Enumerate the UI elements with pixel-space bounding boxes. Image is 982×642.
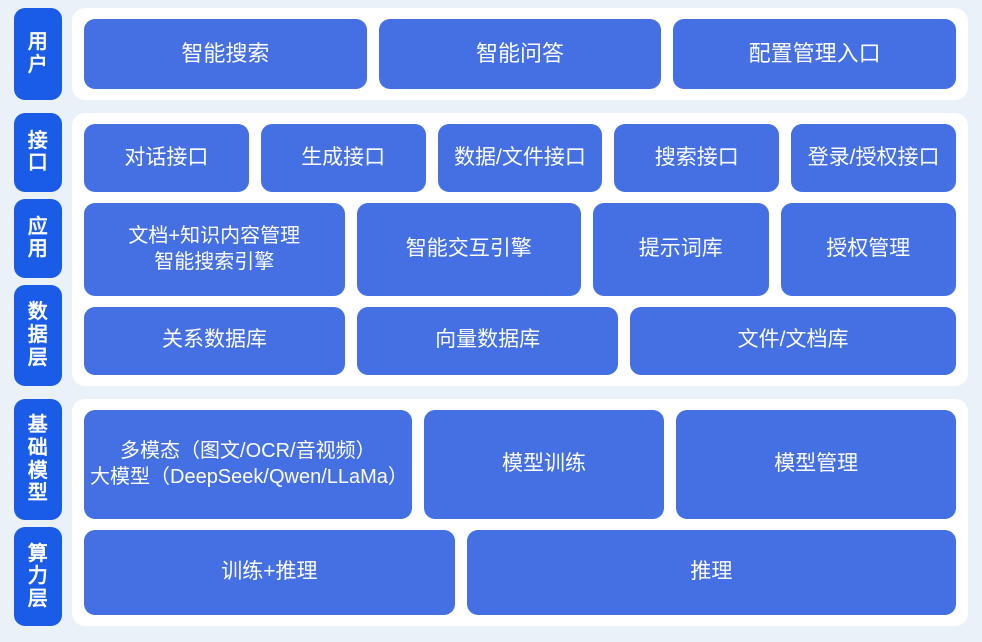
middle-group: 接口应用数据层对话接口生成接口数据/文件接口搜索接口登录/授权接口文档+知识内容… — [14, 113, 968, 386]
box-model-management[interactable]: 模型管理 — [676, 410, 956, 520]
tab-data-layer-label: 数据层 — [27, 301, 49, 369]
box-training-inference[interactable]: 训练+推理 — [84, 530, 455, 615]
box-file-document-store[interactable]: 文件/文档库 — [630, 306, 956, 376]
compute-row: 训练+推理推理 — [84, 530, 956, 615]
box-vector-database[interactable]: 向量数据库 — [357, 306, 619, 376]
box-intelligent-qa[interactable]: 智能问答 — [378, 19, 662, 89]
box-dialog-interface[interactable]: 对话接口 — [84, 124, 249, 193]
box-intelligent-search[interactable]: 智能搜索 — [84, 19, 367, 89]
tab-user[interactable]: 用户 — [14, 8, 62, 100]
box-data-file-interface[interactable]: 数据/文件接口 — [437, 124, 603, 193]
base-group: 基础模型算力层多模态（图文/OCR/音视频） 大模型（DeepSeek/Qwen… — [14, 399, 968, 626]
box-search-interface[interactable]: 搜索接口 — [614, 124, 780, 193]
box-relational-database[interactable]: 关系数据库 — [84, 306, 346, 376]
tab-compute-layer-label: 算力层 — [27, 542, 49, 610]
data-row: 关系数据库向量数据库文件/文档库 — [84, 306, 956, 376]
tab-application[interactable]: 应用 — [14, 198, 62, 278]
box-generation-interface[interactable]: 生成接口 — [260, 124, 426, 193]
tab-foundation-model[interactable]: 基础模型 — [14, 399, 62, 521]
base-group-tab-column: 基础模型算力层 — [14, 399, 62, 626]
box-doc-knowledge-management[interactable]: 文档+知识内容管理 智能搜索引擎 — [84, 203, 345, 296]
box-config-management-entry[interactable]: 配置管理入口 — [673, 19, 957, 89]
user-entry-row: 智能搜索智能问答配置管理入口 — [84, 19, 957, 89]
tab-compute-layer[interactable]: 算力层 — [14, 527, 62, 626]
box-interaction-engine[interactable]: 智能交互引擎 — [356, 203, 582, 296]
interface-row: 对话接口生成接口数据/文件接口搜索接口登录/授权接口 — [84, 124, 956, 193]
box-multimodal-large-model[interactable]: 多模态（图文/OCR/音视频） 大模型（DeepSeek/Qwen/LLaMa） — [84, 410, 412, 520]
users-group-panel: 智能搜索智能问答配置管理入口 — [72, 8, 968, 100]
tab-interface[interactable]: 接口 — [14, 113, 62, 192]
box-prompt-library[interactable]: 提示词库 — [593, 203, 769, 296]
model-row: 多模态（图文/OCR/音视频） 大模型（DeepSeek/Qwen/LLaMa）… — [84, 410, 956, 520]
users-group: 用户智能搜索智能问答配置管理入口 — [14, 8, 968, 100]
box-authorization-management[interactable]: 授权管理 — [780, 203, 956, 296]
tab-application-label: 应用 — [27, 215, 49, 261]
users-group-tab-column: 用户 — [14, 8, 62, 100]
tab-data-layer[interactable]: 数据层 — [14, 284, 62, 386]
box-model-training[interactable]: 模型训练 — [423, 410, 665, 520]
middle-group-tab-column: 接口应用数据层 — [14, 113, 62, 386]
box-login-auth-interface[interactable]: 登录/授权接口 — [791, 124, 956, 193]
middle-group-panel: 对话接口生成接口数据/文件接口搜索接口登录/授权接口文档+知识内容管理 智能搜索… — [72, 113, 968, 386]
tab-foundation-model-label: 基础模型 — [27, 414, 49, 505]
application-row: 文档+知识内容管理 智能搜索引擎智能交互引擎提示词库授权管理 — [84, 203, 956, 296]
tab-interface-label: 接口 — [27, 129, 49, 175]
box-inference[interactable]: 推理 — [466, 530, 956, 615]
tab-user-label: 用户 — [27, 31, 49, 76]
base-group-panel: 多模态（图文/OCR/音视频） 大模型（DeepSeek/Qwen/LLaMa）… — [72, 399, 968, 626]
